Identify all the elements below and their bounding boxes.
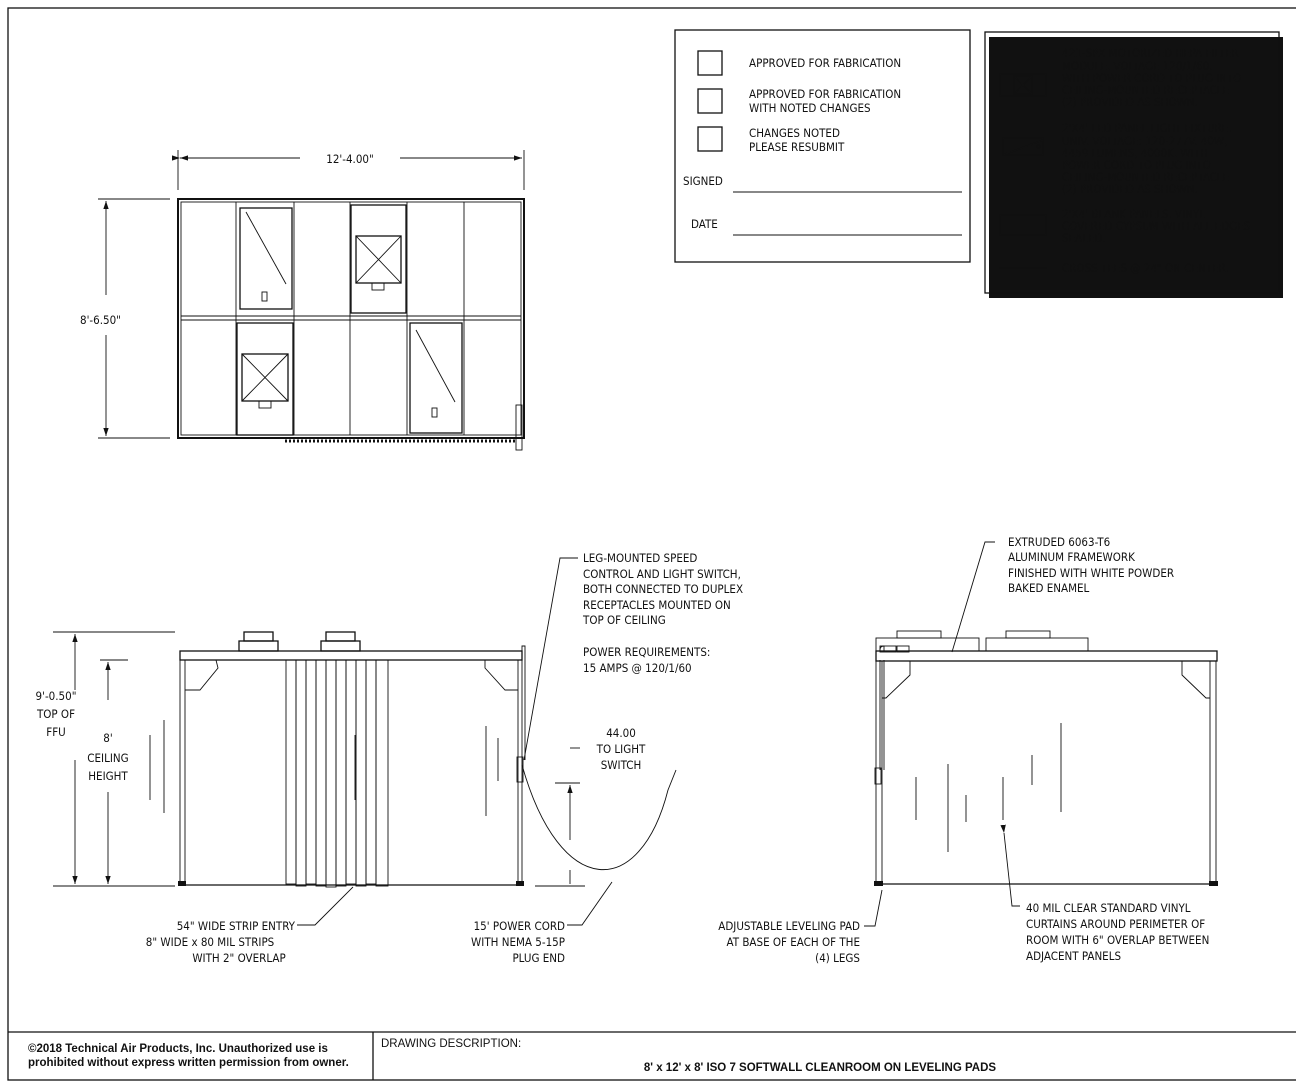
svg-text:15 AMPS @ 120/1/60: 15 AMPS @ 120/1/60 [583, 661, 692, 675]
svg-text:PLUG END: PLUG END [512, 951, 565, 965]
sheet-border [7, 7, 1296, 1081]
svg-text:SEALED.: SEALED. [1062, 231, 1106, 245]
strip-curtain [285, 659, 389, 888]
led-light-symbol-icon [1002, 137, 1044, 156]
svg-text:COVERED GYPSUM WITH ALL EDGES: COVERED GYPSUM WITH ALL EDGES [1062, 219, 1250, 233]
svg-text:BAKED ENAMEL: BAKED ENAMEL [1008, 581, 1090, 595]
svg-text:8': 8' [103, 731, 112, 745]
approved-with-changes-checkbox[interactable] [697, 88, 723, 114]
svg-text:WITH POWER CORD TO PLUG INTO: WITH POWER CORD TO PLUG INTO [1062, 71, 1241, 85]
depth-dimension: 8'-6.50" [80, 313, 121, 327]
svg-text:POWER CORD TO PLUG INTO: POWER CORD TO PLUG INTO [1062, 158, 1211, 172]
svg-text:FFU: FFU [46, 725, 65, 739]
svg-text:8" WIDE x 80 MIL STRIPS: 8" WIDE x 80 MIL STRIPS [146, 935, 275, 949]
svg-text:MODULE. VOLTAGE 120/1/60.: MODULE. VOLTAGE 120/1/60. [1062, 59, 1213, 73]
svg-text:ROOM WITH 6" OVERLAP BETWEEN: ROOM WITH 6" OVERLAP BETWEEN [1026, 933, 1209, 947]
side-elevation: 40 MIL CLEAR STANDARD VINYL CURTAINS ARO… [718, 535, 1218, 965]
svg-text:54" WIDE STRIP ENTRY: 54" WIDE STRIP ENTRY [177, 919, 296, 933]
svg-text:(4) LEGS: (4) LEGS [815, 951, 860, 965]
svg-text:FINISHED WITH WHITE POWDER: FINISHED WITH WHITE POWDER [1008, 566, 1174, 580]
svg-text:2'X4' LED PANEL LIGHT FIXTURE.: 2'X4' LED PANEL LIGHT FIXTURE. [1062, 121, 1232, 135]
svg-text:ALUMINUM FRAMEWORK: ALUMINUM FRAMEWORK [1008, 550, 1135, 564]
svg-text:SWITCH: SWITCH [601, 758, 642, 772]
svg-text:421-SPX MOTORIZED HEPA FILTER: 421-SPX MOTORIZED HEPA FILTER [1062, 46, 1239, 60]
svg-text:TO LIGHT: TO LIGHT [596, 742, 646, 756]
light-fixture-icon [409, 322, 463, 434]
svg-text:EXTRUDED 6063-T6: EXTRUDED 6063-T6 [1008, 535, 1110, 549]
blank-panel-symbol-icon [999, 214, 1047, 236]
light-fixture-icon [239, 207, 293, 310]
svg-text:RECEPTACLES MOUNTED ON: RECEPTACLES MOUNTED ON [583, 598, 731, 612]
width-dimension: 12'-4.00" [326, 152, 374, 166]
svg-text:WITH 2" OVERLAP: WITH 2" OVERLAP [192, 951, 285, 965]
hepa-filter-icon [236, 322, 294, 436]
svg-text:(2) PROVIDED AS SHOWN.: (2) PROVIDED AS SHOWN. [1062, 95, 1198, 109]
svg-text:(2) PROVIDED AS SHOWN.: (2) PROVIDED AS SHOWN. [1062, 182, 1198, 196]
ceiling-plan-view: 12'-4.00" 8'-6.50" [80, 150, 525, 451]
svg-text:15' POWER CORD: 15' POWER CORD [474, 919, 565, 933]
svg-text:BOTH CONNECTED TO DUPLEX: BOTH CONNECTED TO DUPLEX [583, 582, 743, 596]
copyright-notice: ©2018 Technical Air Products, Inc. Unaut… [28, 1043, 328, 1055]
svg-text:POWER REQUIREMENTS:: POWER REQUIREMENTS: [583, 645, 710, 659]
svg-text:prohibited without express wri: prohibited without express written permi… [28, 1057, 349, 1069]
svg-text:ADJACENT PANELS: ADJACENT PANELS [1026, 949, 1121, 963]
svg-text:CEILING: CEILING [87, 751, 128, 765]
approved-changes-label-1: APPROVED FOR FABRICATION [749, 87, 901, 101]
svg-text:44.00: 44.00 [606, 726, 636, 740]
svg-text:40 MIL CLEAR STANDARD VINYL: 40 MIL CLEAR STANDARD VINYL [1026, 901, 1191, 915]
hepa-filter-icon [350, 204, 407, 314]
svg-text:CONTROL AND LIGHT SWITCH,: CONTROL AND LIGHT SWITCH, [583, 567, 741, 581]
svg-text:HEIGHT: HEIGHT [88, 769, 128, 783]
svg-text:LEG-MOUNTED SPEED: LEG-MOUNTED SPEED [583, 551, 697, 565]
svg-text:WITH NEMA 5-15P: WITH NEMA 5-15P [471, 935, 565, 949]
svg-text:CURTAINS AROUND PERIMETER OF: CURTAINS AROUND PERIMETER OF [1026, 917, 1205, 931]
svg-text:9'-0.50": 9'-0.50" [36, 689, 77, 703]
approval-stamp: APPROVED FOR FABRICATION APPROVED FOR FA… [674, 29, 971, 263]
svg-text:CEILING-MOUNTED RECEPTACLE: CEILING-MOUNTED RECEPTACLE [1062, 83, 1229, 97]
description-label: DRAWING DESCRIPTION: [381, 1038, 521, 1050]
hepa-filter-symbol-icon [999, 73, 1047, 97]
front-elevation: 9'-0.50" TOP OF FFU 8' CEILING HEIGHT [36, 551, 744, 965]
legend: 421-SPX MOTORIZED HEPA FILTER MODULE. VO… [984, 31, 1283, 298]
drawing-title: 8' x 12' x 8' ISO 7 SOFTWALL CLEANROOM O… [644, 1062, 997, 1074]
svg-text:UNIV. VOLTAGE: 120-277V. 40W: UNIV. VOLTAGE: 120-277V. 40W, [1062, 134, 1227, 148]
svg-text:AT BASE OF EACH OF THE: AT BASE OF EACH OF THE [727, 935, 860, 949]
resubmit-label-2: PLEASE RESUBMIT [749, 140, 845, 154]
svg-text:CROSS TEES @ 24" ON CENTER.: CROSS TEES @ 24" ON CENTER. [1062, 261, 1229, 275]
approved-label: APPROVED FOR FABRICATION [749, 56, 901, 70]
svg-text:TOP OF: TOP OF [36, 707, 75, 721]
svg-text:4459 LUMENS, 4000K. WITH: 4459 LUMENS, 4000K. WITH [1062, 146, 1208, 160]
approved-checkbox[interactable] [697, 50, 723, 76]
svg-text:TOP OF CEILING: TOP OF CEILING [582, 613, 666, 627]
svg-text:ADJUSTABLE LEVELING PAD: ADJUSTABLE LEVELING PAD [718, 919, 860, 933]
resubmit-label-1: CHANGES NOTED [749, 126, 840, 140]
approved-changes-label-2: WITH NOTED CHANGES [749, 101, 871, 115]
resubmit-checkbox[interactable] [697, 126, 723, 152]
svg-text:CEILING-MOUNTED RECEPTACLE: CEILING-MOUNTED RECEPTACLE [1062, 170, 1229, 184]
signed-label: SIGNED [683, 174, 723, 188]
power-cord [521, 764, 677, 871]
title-block: ©2018 Technical Air Products, Inc. Unaut… [8, 1031, 1296, 1080]
date-label: DATE [691, 217, 718, 231]
svg-text:2'X4' BLANK PANELS. VINYL: 2'X4' BLANK PANELS. VINYL [1062, 207, 1205, 221]
